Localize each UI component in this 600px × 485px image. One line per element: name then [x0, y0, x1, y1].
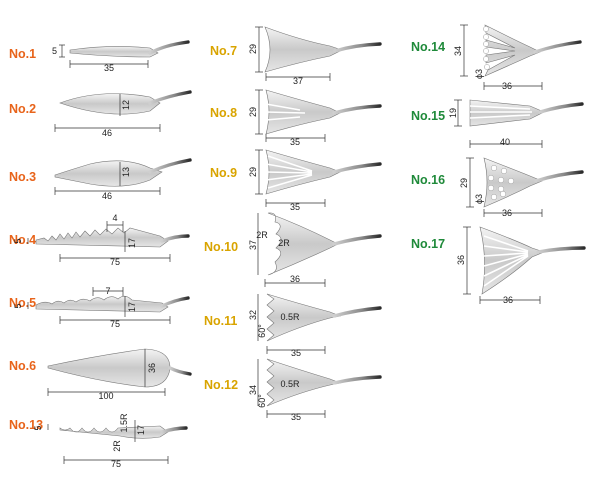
knife-no4: 4 5 17 75 [13, 213, 190, 267]
knife-no13: 5 1.5R 17 2R 75 [33, 413, 188, 469]
knife-no12: 34 60° 0.5R 35 [248, 358, 382, 422]
knife-no9: 29 35 [248, 149, 382, 212]
dim-no12-angle: 60° [257, 394, 267, 408]
dim-no10-radius-outer: 2R [256, 230, 268, 240]
dim-no1-width: 5 [52, 46, 57, 56]
dim-no14-hole: ϕ3 [474, 69, 484, 79]
dim-no13-height: 17 [136, 425, 146, 435]
dim-no10-width: 37 [248, 240, 258, 250]
dim-no11-length: 35 [291, 348, 301, 358]
dim-no8-length: 35 [290, 137, 300, 147]
label-no6: No.6 [9, 359, 37, 373]
dim-no13-tooth-radius: 1.5R [119, 413, 129, 433]
dim-no2-length: 46 [102, 128, 112, 138]
label-no13: No.13 [9, 418, 44, 432]
dim-no10-radius-inner: 2R [278, 238, 290, 248]
dim-no5-length: 75 [110, 319, 120, 329]
dim-no3-length: 46 [102, 191, 112, 201]
label-no4: No.4 [9, 233, 37, 247]
dim-no10-length: 36 [290, 274, 300, 284]
dim-no11-radius: 0.5R [280, 312, 300, 322]
dim-no13-pitch-radius: 2R [112, 440, 122, 452]
dim-no1-length: 35 [104, 63, 114, 73]
dim-no8-width: 29 [248, 107, 258, 117]
dim-no5-width: 5 [13, 303, 23, 308]
label-no15: No.15 [411, 109, 446, 123]
dim-no4-height: 17 [127, 238, 137, 248]
knife-no16: 29 ϕ3 36 [459, 157, 584, 218]
knife-no17: 36 36 [456, 226, 586, 305]
label-no12: No.12 [204, 378, 239, 392]
dim-no7-length: 37 [293, 76, 303, 86]
label-no9: No.9 [210, 166, 238, 180]
knife-no6: 36 100 [47, 348, 192, 401]
dim-no4-pitch: 4 [112, 213, 117, 223]
dim-no17-width: 36 [456, 255, 466, 265]
dim-no4-length: 75 [110, 257, 120, 267]
label-no5: No.5 [9, 296, 37, 310]
knife-no5: 7 5 17 75 [13, 286, 190, 329]
label-no10: No.10 [204, 240, 239, 254]
dim-no11-width: 32 [248, 310, 258, 320]
label-no11: No.11 [204, 314, 238, 328]
dim-no3-width: 13 [121, 167, 131, 177]
knife-no10: 2R 37 2R 36 [248, 212, 382, 287]
dim-no9-width: 29 [248, 167, 258, 177]
dim-no6-width: 36 [147, 363, 157, 373]
label-no8: No.8 [210, 106, 238, 120]
dim-no12-radius: 0.5R [280, 379, 300, 389]
dim-no7-width: 29 [248, 44, 258, 54]
dim-no12-length: 35 [291, 412, 301, 422]
label-no17: No.17 [411, 237, 446, 251]
knife-no15: 19 40 [448, 99, 584, 148]
knife-no2: 12 46 [54, 90, 192, 138]
dim-no12-width: 34 [248, 385, 258, 395]
dim-no17-length: 36 [503, 295, 513, 305]
knife-no11: 32 60° 0.5R 35 [248, 293, 382, 358]
label-no1: No.1 [9, 47, 37, 61]
dim-no5-height: 17 [127, 302, 137, 312]
label-no14: No.14 [411, 40, 446, 54]
dim-no2-width: 12 [121, 100, 131, 110]
dim-no15-length: 40 [500, 137, 510, 147]
knife-no8: 29 35 [248, 89, 382, 147]
dim-no14-width: 34 [453, 46, 463, 56]
knife-no14: 34 ϕ3 36 [453, 24, 582, 91]
label-no16: No.16 [411, 173, 446, 187]
dim-no16-length: 36 [502, 208, 512, 218]
label-no7: No.7 [210, 44, 238, 58]
label-no2: No.2 [9, 102, 37, 116]
dim-no14-length: 36 [502, 81, 512, 91]
dim-no16-hole: ϕ3 [474, 194, 484, 204]
label-no3: No.3 [9, 170, 37, 184]
dim-no9-length: 35 [290, 202, 300, 212]
dim-no6-length: 100 [98, 391, 113, 401]
dim-no16-width: 29 [459, 178, 469, 188]
knife-no1: 5 35 [52, 40, 190, 73]
dim-no13-length: 75 [111, 459, 121, 469]
knife-no3: 13 46 [54, 158, 192, 201]
knife-no7: 29 37 [248, 26, 382, 86]
dim-no13-width: 5 [33, 425, 43, 430]
dim-no15-width: 19 [448, 108, 458, 118]
dim-no11-angle: 60° [257, 324, 267, 338]
dim-no4-width: 5 [13, 238, 23, 243]
dim-no5-pitch: 7 [105, 286, 110, 296]
